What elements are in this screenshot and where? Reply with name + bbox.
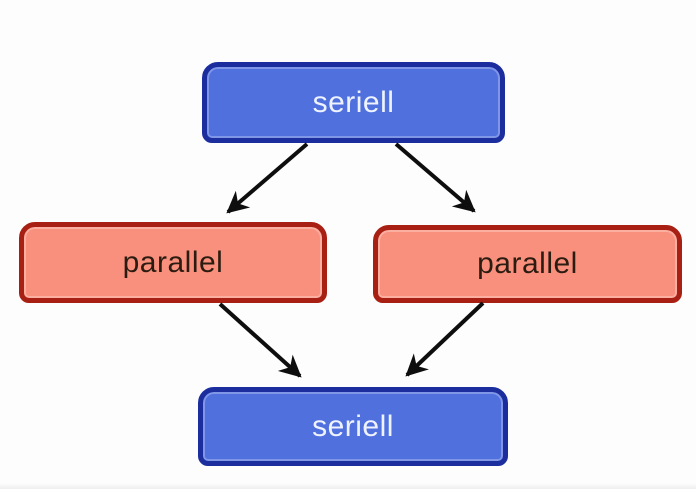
node-seriell-bottom: seriell [198,387,508,466]
arrow-seriell-top-to-parallel-right [394,142,476,213]
node-seriell-top: seriell [202,62,505,143]
node-label: seriell [312,85,395,119]
node-label: parallel [477,247,578,280]
arrow-parallel-left-to-seriell-bottom [218,302,302,378]
node-parallel-left: parallel [19,222,327,303]
node-label: seriell [312,409,394,443]
arrow-parallel-right-to-seriell-bottom [405,301,485,377]
node-label: parallel [122,245,224,279]
frame-bottom-edge [0,483,696,489]
node-parallel-right: parallel [373,225,682,303]
arrow-seriell-top-to-parallel-left [226,142,309,214]
